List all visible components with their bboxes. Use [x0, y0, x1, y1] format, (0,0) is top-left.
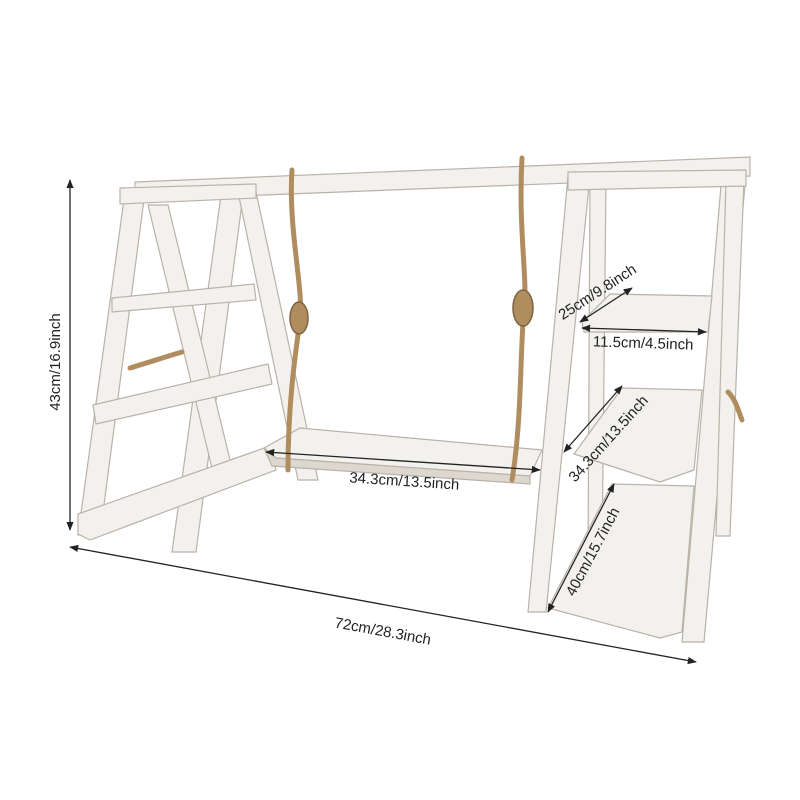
swing-ropes — [127, 155, 745, 483]
overall-width-label: 72cm/28.3inch — [333, 614, 432, 648]
right-rope-knot — [512, 289, 534, 327]
dimension-lines — [66, 179, 707, 665]
bottom-shelf-line — [547, 483, 615, 613]
left-shelf-top — [111, 283, 257, 313]
top-shelf-depth-line — [581, 324, 707, 336]
overall-width-line — [69, 544, 697, 665]
middle-shelf-line — [563, 385, 623, 453]
top-shelf-length-line — [579, 287, 633, 323]
right-frame-tie — [725, 389, 745, 423]
top-shelf-depth-label: 11.5cm/4.5inch — [593, 333, 694, 353]
ladder-shelf-illustration — [77, 156, 751, 643]
left-shelf-bottom — [77, 445, 277, 541]
left-shelf-middle — [92, 363, 273, 425]
right-shelf-bottom — [547, 483, 695, 639]
swing-width-line — [265, 448, 541, 474]
left-back-leg — [77, 191, 146, 536]
left-top-cap — [119, 183, 257, 205]
height-label: 43cm/16.9inch — [47, 313, 64, 411]
left-rope-knot — [289, 301, 309, 335]
right-top-cap — [567, 169, 747, 191]
left-frame-tie — [127, 349, 185, 371]
